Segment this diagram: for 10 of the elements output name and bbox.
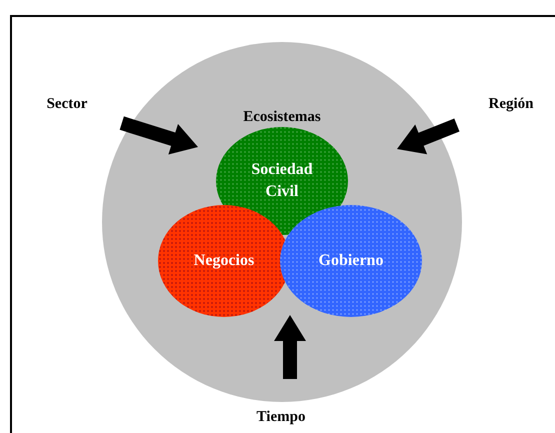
factor-label: Tiempo [256,408,306,427]
factor-label: Región [488,94,534,114]
arrow [397,118,460,154]
arrow [120,116,198,154]
factor-label: Sector [46,94,88,114]
ecosystem-label: Ecosistemas [243,108,321,127]
arrow [274,315,306,379]
sector-label: Gobierno [318,251,384,271]
sector-label: Sociedad Civil [250,160,314,202]
sector-label: Negocios [192,251,256,271]
